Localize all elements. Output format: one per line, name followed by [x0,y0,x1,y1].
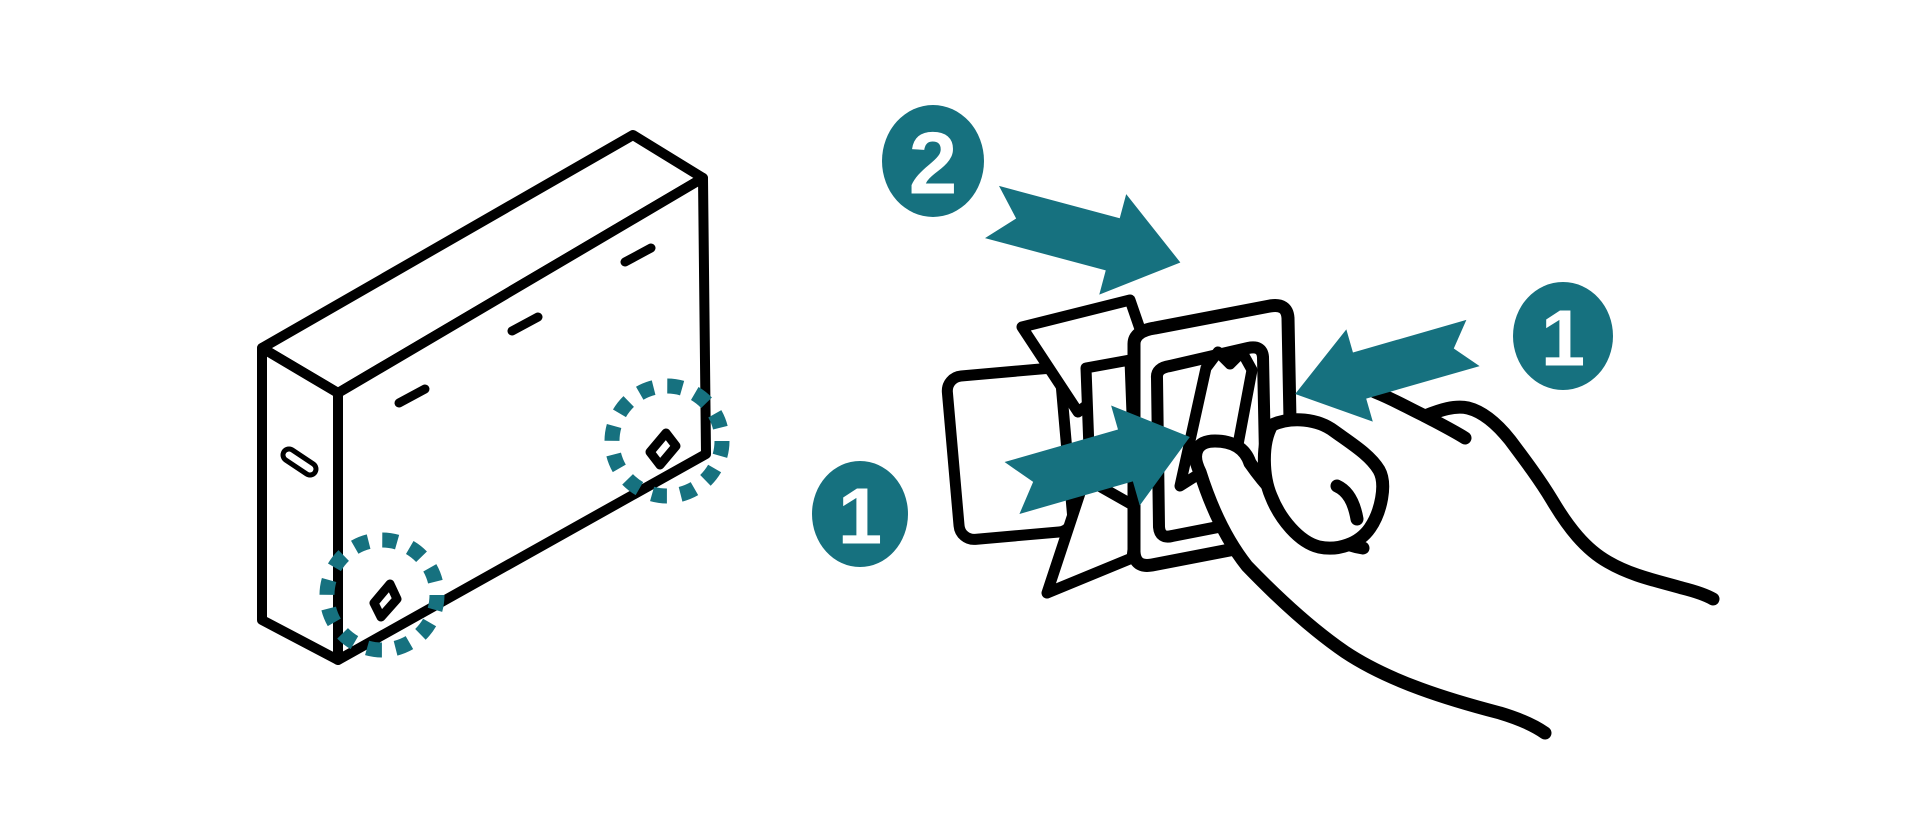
box-seam-ticks [394,243,656,408]
step-2-badge: 2 [882,105,984,217]
highlight-circles [319,378,730,658]
hand-icon [1189,385,1720,740]
arrow-left-icon [1295,319,1480,422]
step-badges: 2 1 1 [812,105,1613,567]
hand-finger-crease [1330,479,1364,526]
hand-silhouette [1193,392,1713,733]
tv-package-illustration [257,130,711,665]
step-1-left-label: 1 [838,472,883,561]
hand-finger-separation-line [1418,409,1472,445]
step-2-label: 2 [909,114,958,213]
step-1-badge-right: 1 [1513,282,1613,390]
box-slot-bottom-left [369,579,402,622]
step-1-badge-left: 1 [812,461,908,567]
arrow-right-icon [1004,405,1190,514]
hand-finger-bottom-contour [1189,434,1552,740]
step-arrows [985,185,1480,514]
box-side-handle-icon [280,446,319,478]
step-1-right-label: 1 [1541,294,1586,383]
arrow-down-right-icon [985,185,1181,295]
box-front-face [333,173,711,665]
box-slot-right [645,428,681,470]
highlight-circle-bottom-left [319,532,445,658]
highlight-circle-right [604,378,730,504]
